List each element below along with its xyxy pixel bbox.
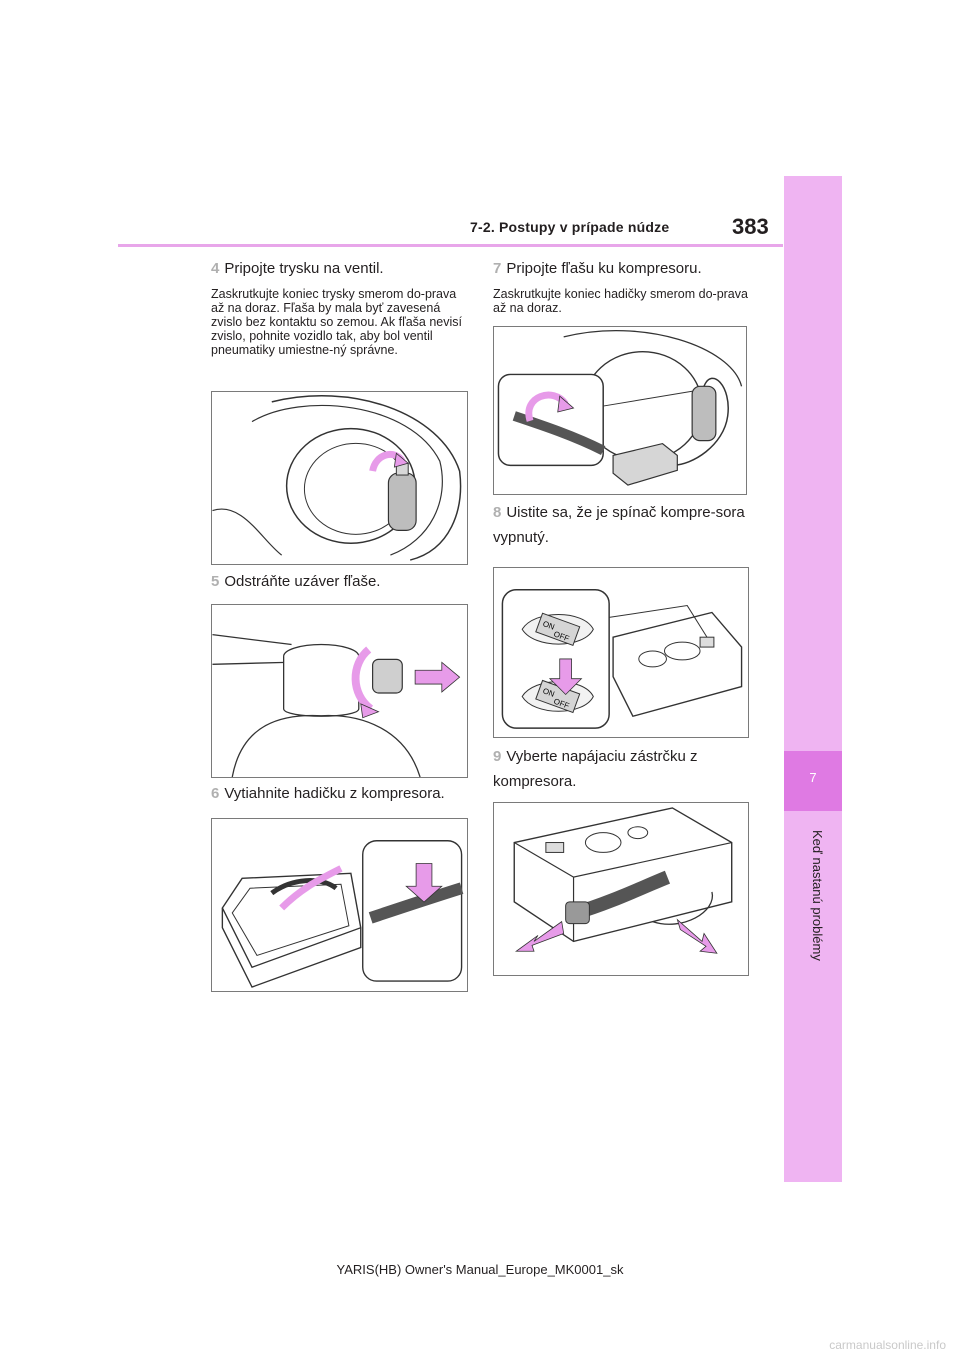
step-7-note: Zaskrutkujte koniec hadičky smerom do-pr… <box>493 287 748 315</box>
step-title: Pripojte trysku na ventil. <box>224 260 384 277</box>
step-number: 4 <box>211 260 220 277</box>
step-title: Odstráňte uzáver fľaše. <box>224 573 381 590</box>
power-plug-illustration <box>513 807 733 954</box>
section-title: 7-2. Postupy v prípade núdze <box>470 219 670 235</box>
step-number: 5 <box>211 573 220 590</box>
figure-connect-bottle <box>493 326 747 495</box>
figure-nozzle-to-valve <box>211 391 468 565</box>
figure-remove-plug <box>493 802 749 976</box>
step-title: Vyberte napájaciu zástrčku z kompresora. <box>493 748 698 790</box>
step-title: Pripojte fľašu ku kompresoru. <box>506 260 702 277</box>
figure-remove-cap <box>211 604 468 778</box>
step-title: Vytiahnite hadičku z kompresora. <box>224 785 445 802</box>
compressor-switch-illustration: ON OFF ON OFF <box>501 589 743 729</box>
header-divider <box>118 244 783 247</box>
nozzle-valve-illustration <box>212 395 462 561</box>
chapter-label: Keď nastanú problémy <box>810 830 825 961</box>
step-number: 6 <box>211 785 220 802</box>
step-4-note: Zaskrutkujte koniec trysky smerom do-pra… <box>211 287 462 357</box>
switch-on-label: ON <box>542 686 556 699</box>
switch-on-label: ON <box>542 619 556 632</box>
watermark: carmanualsonline.info <box>829 1338 946 1352</box>
bottle-compressor-illustration <box>497 329 743 486</box>
chapter-number-tab <box>784 751 842 811</box>
step-title: Uistite sa, že je spínač kompre-sora vyp… <box>493 504 745 546</box>
compressor-hose-illustration <box>221 840 464 988</box>
footer-doc-id: YARIS(HB) Owner's Manual_Europe_MK0001_s… <box>336 1262 624 1277</box>
chapter-number: 7 <box>809 770 817 785</box>
figure-pull-hose <box>211 818 468 992</box>
figure-switch-off: ON OFF ON OFF <box>493 567 749 738</box>
chapter-side-tab <box>784 176 842 1182</box>
page-number: 383 <box>732 214 769 239</box>
step-number: 9 <box>493 748 502 765</box>
step-number: 7 <box>493 260 502 277</box>
step-number: 8 <box>493 504 502 521</box>
bottle-cap-illustration <box>212 634 461 777</box>
